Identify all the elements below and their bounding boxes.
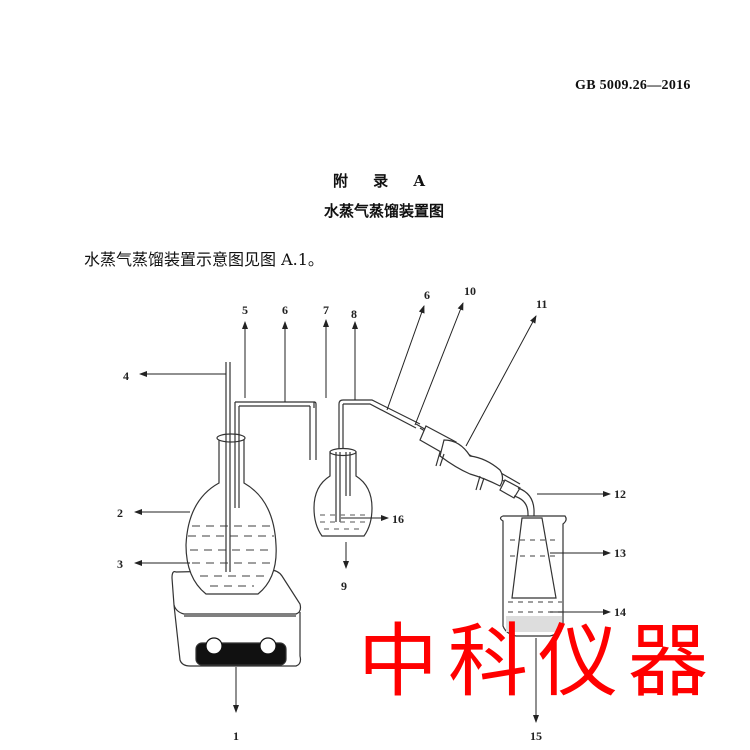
label-6a: 6 (282, 303, 288, 317)
label-13: 13 (614, 546, 626, 560)
label-4: 4 (123, 369, 129, 383)
watermark: 中科仪器 (358, 615, 718, 708)
label-10: 10 (464, 284, 476, 298)
label-6b: 6 (424, 288, 430, 302)
condenser (415, 423, 535, 520)
label-5: 5 (242, 303, 248, 317)
label-3: 3 (117, 557, 123, 571)
steam-generator-flask (185, 362, 277, 595)
label-14: 14 (614, 605, 626, 619)
standard-code: GB 5009.26—2016 (575, 78, 691, 93)
intro-text: 水蒸气蒸馏装置示意图见图 A.1。 (84, 250, 324, 269)
label-8: 8 (351, 307, 357, 321)
label-7: 7 (323, 303, 329, 317)
label-9: 9 (341, 579, 347, 593)
label-15: 15 (530, 729, 542, 743)
label-2: 2 (117, 506, 123, 520)
label-11: 11 (536, 297, 547, 311)
label-1: 1 (233, 729, 239, 743)
appendix-title: 水蒸气蒸馏装置图 (323, 202, 444, 220)
sample-flask (313, 447, 373, 537)
appendix-label: 附 录 A (332, 172, 436, 190)
receiving-beaker (499, 515, 567, 637)
label-12: 12 (614, 487, 626, 501)
label-16: 16 (392, 512, 404, 526)
